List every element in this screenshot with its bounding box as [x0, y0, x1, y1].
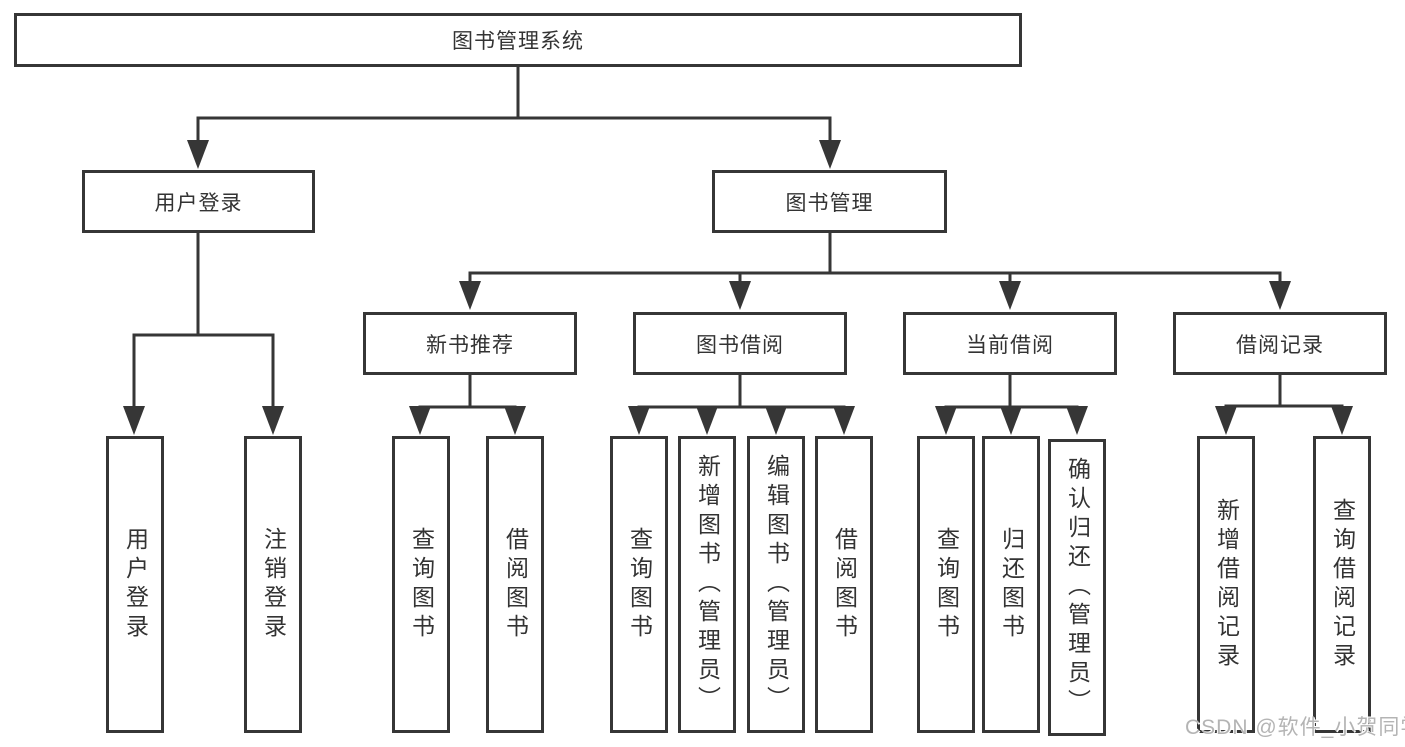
node-borrowing-records: 借阅记录	[1173, 312, 1387, 375]
leaf-cb-confirm-return-admin-label: 确认归还（管理员）	[1064, 457, 1091, 718]
leaf-br-query-record: 查询借阅记录	[1313, 436, 1371, 733]
connector-new-book-rec-to-leaves	[418, 373, 517, 414]
leaf-rec-query-books: 查询图书	[392, 436, 450, 733]
csdn-watermark: CSDN @软件_小贺同学	[1185, 716, 1405, 739]
leaf-bb-query-books: 查询图书	[610, 436, 668, 733]
leaf-bb-add-books-admin-label: 新增图书（管理员）	[694, 454, 721, 715]
leaf-br-query-record-label: 查询借阅记录	[1329, 497, 1356, 672]
connector-book-borrow-to-leaves	[637, 373, 846, 414]
node-root-system-label: 图书管理系统	[452, 30, 584, 53]
leaf-logout: 注销登录	[244, 436, 302, 733]
node-current-borrowing: 当前借阅	[903, 312, 1117, 375]
node-book-borrowing: 图书借阅	[633, 312, 847, 375]
leaf-bb-edit-books-admin: 编辑图书（管理员）	[747, 436, 805, 733]
leaf-cb-query-books: 查询图书	[917, 436, 975, 733]
leaf-cb-return-books-label: 归还图书	[998, 526, 1025, 643]
leaf-bb-edit-books-admin-label: 编辑图书（管理员）	[763, 454, 790, 715]
node-new-book-recommend-label: 新书推荐	[426, 333, 514, 357]
leaf-rec-query-books-label: 查询图书	[408, 526, 435, 643]
arrowheads	[123, 140, 1353, 435]
node-user-login: 用户登录	[82, 170, 315, 233]
connector-book-mgmt-to-level3	[468, 231, 1282, 288]
leaf-bb-borrow-books-label: 借阅图书	[831, 526, 858, 643]
connector-user-login-to-leaves	[132, 231, 275, 412]
node-root-system: 图书管理系统	[14, 13, 1022, 67]
connector-borrow-records-to-leaves	[1224, 373, 1344, 414]
leaf-cb-query-books-label: 查询图书	[933, 526, 960, 643]
leaf-cb-confirm-return-admin: 确认归还（管理员）	[1048, 439, 1106, 736]
node-book-borrowing-label: 图书借阅	[696, 333, 784, 357]
node-borrowing-records-label: 借阅记录	[1236, 333, 1324, 357]
leaf-bb-borrow-books: 借阅图书	[815, 436, 873, 733]
leaf-rec-borrow-books-label: 借阅图书	[502, 526, 529, 643]
leaf-logout-label: 注销登录	[260, 526, 287, 643]
leaf-rec-borrow-books: 借阅图书	[486, 436, 544, 733]
node-new-book-recommend: 新书推荐	[363, 312, 577, 375]
connector-root-to-level2	[196, 66, 832, 146]
node-book-management-label: 图书管理	[785, 191, 874, 215]
leaf-br-add-record-label: 新增借阅记录	[1213, 497, 1240, 672]
leaf-bb-add-books-admin: 新增图书（管理员）	[678, 436, 736, 733]
node-current-borrowing-label: 当前借阅	[966, 333, 1054, 357]
node-user-login-label: 用户登录	[154, 191, 243, 215]
leaf-cb-return-books: 归还图书	[982, 436, 1040, 733]
leaf-user-login: 用户登录	[106, 436, 164, 733]
node-book-management: 图书管理	[712, 170, 947, 233]
leaf-br-add-record: 新增借阅记录	[1197, 436, 1255, 733]
leaf-bb-query-books-label: 查询图书	[626, 526, 653, 643]
leaf-user-login-label: 用户登录	[122, 526, 149, 643]
